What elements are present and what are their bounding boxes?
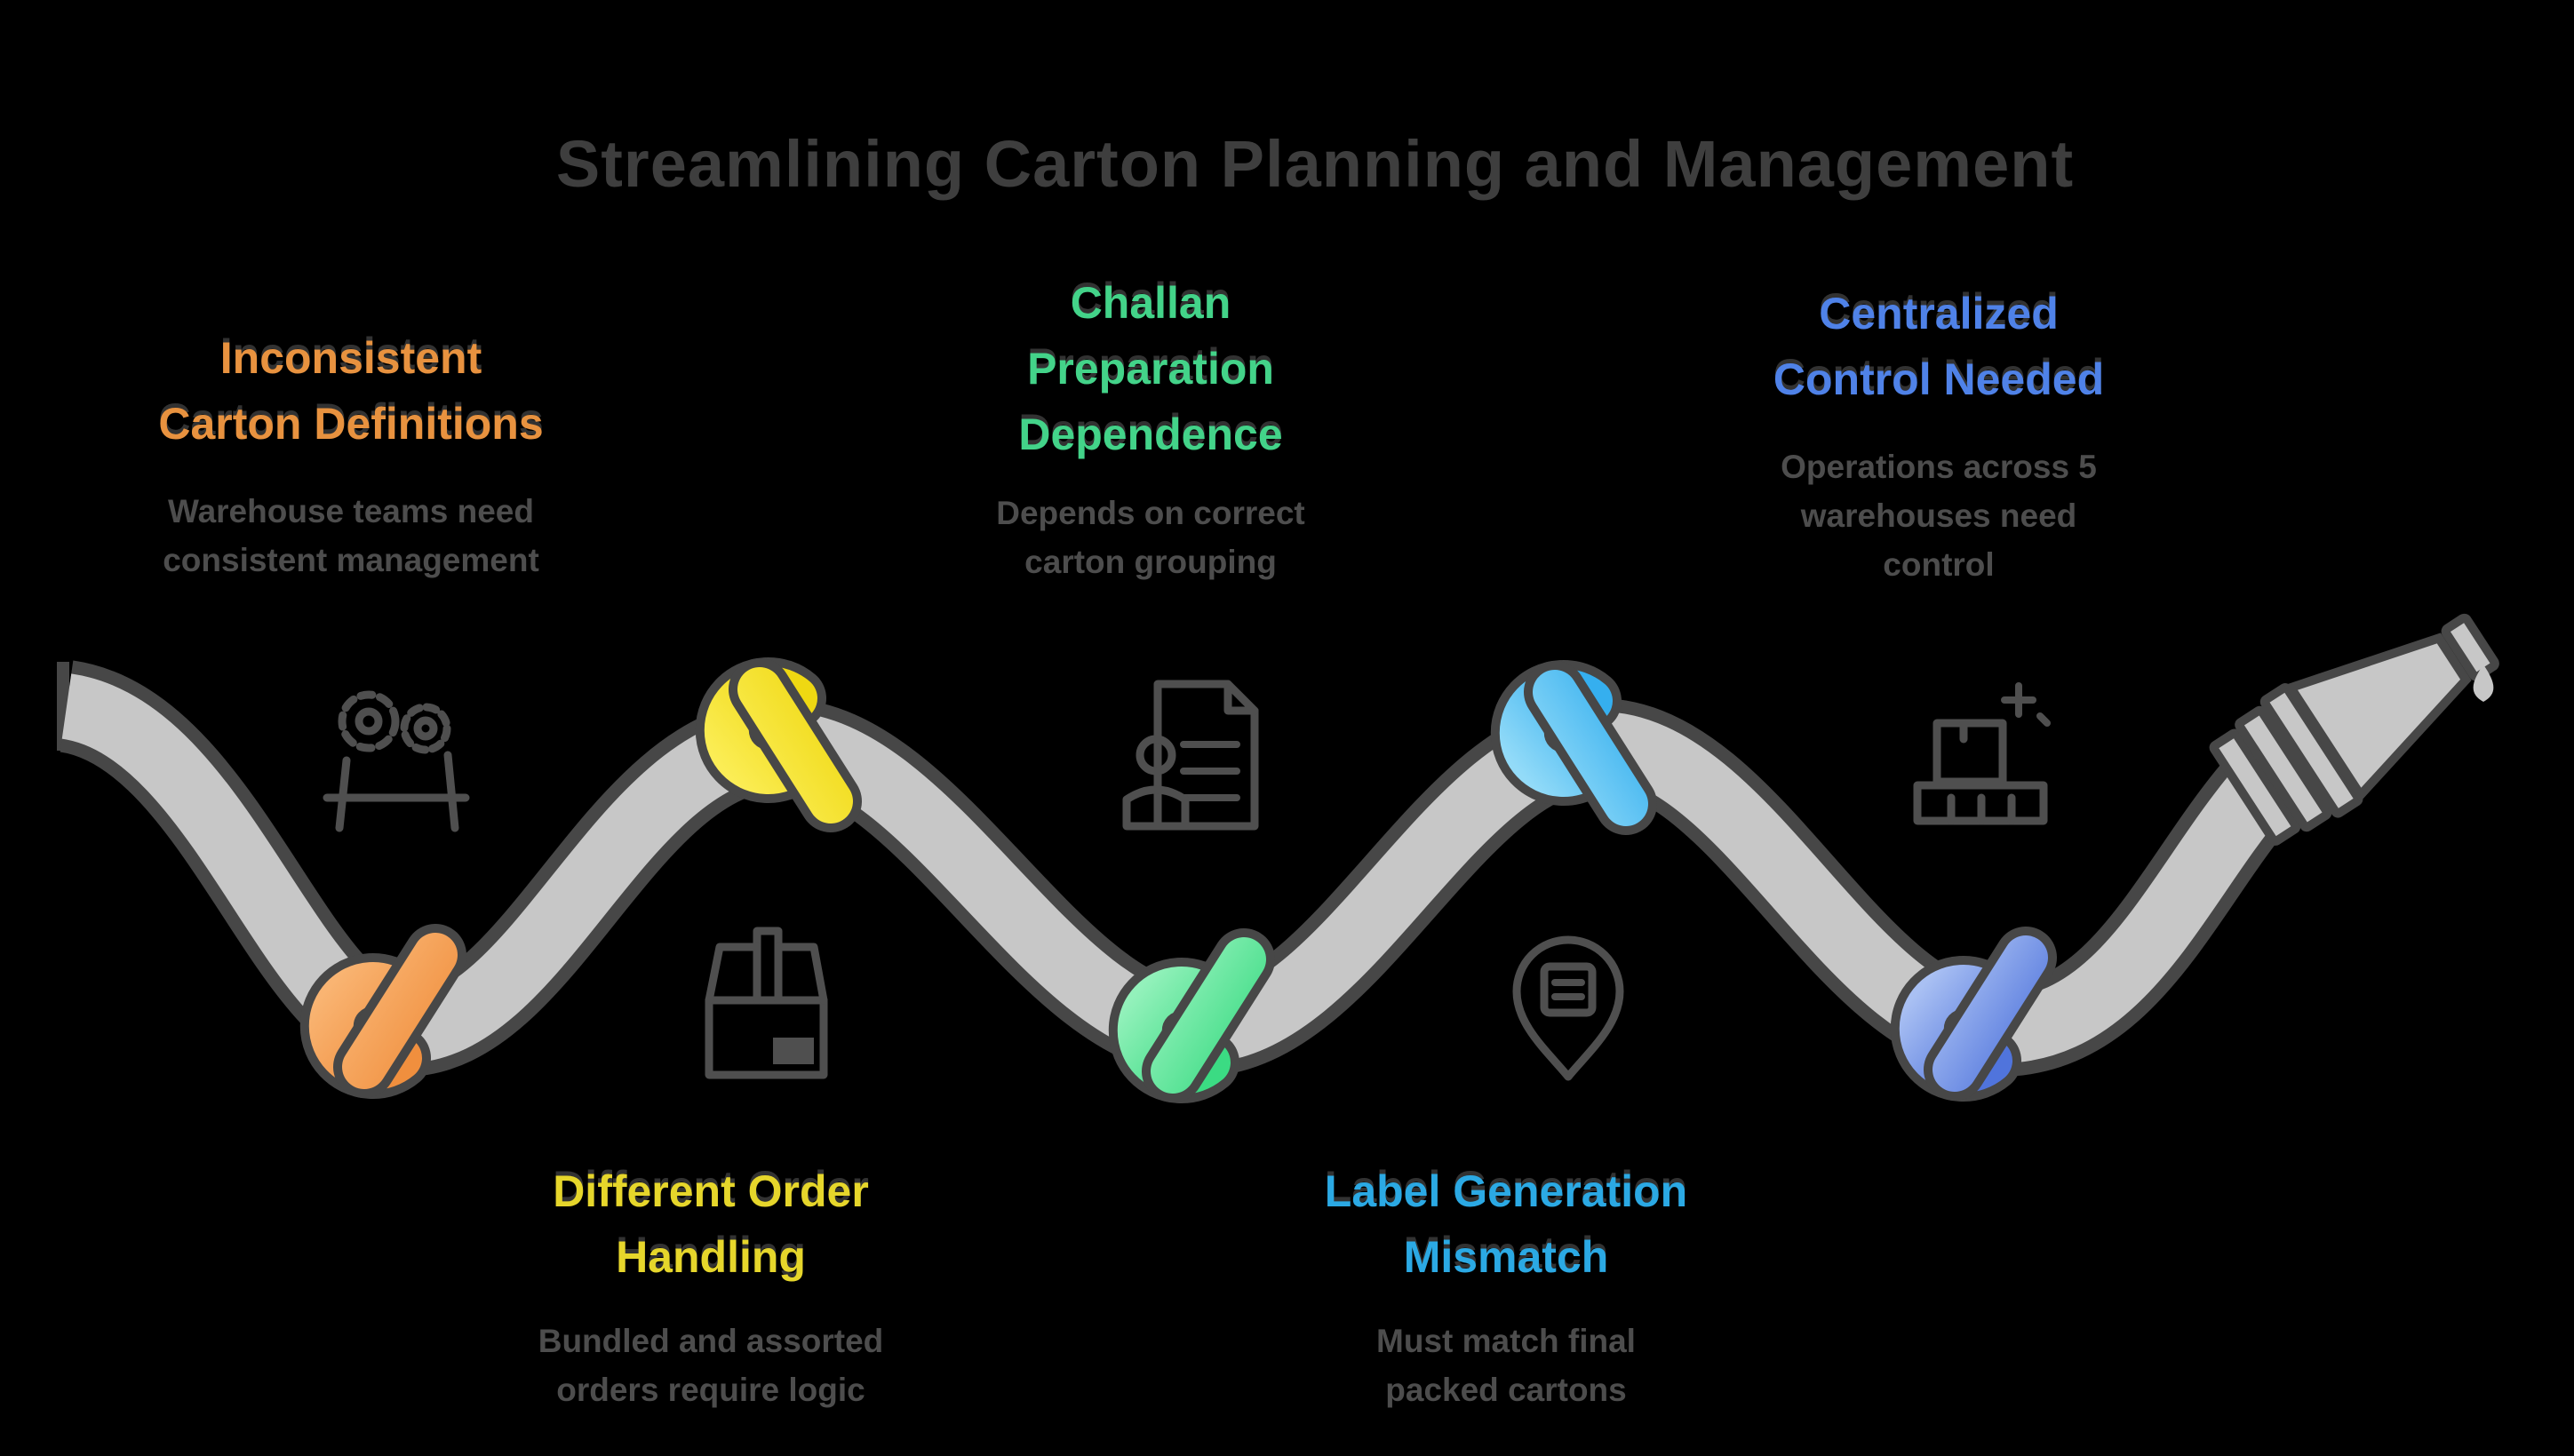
body-line: Operations across 5 xyxy=(1781,449,2097,485)
body-line: Bundled and assorted xyxy=(538,1323,884,1359)
knot-inconsistent-carton-definitions xyxy=(299,924,466,1099)
knot-challan-preparation-dependence xyxy=(1108,928,1275,1103)
heading-line: Dependence xyxy=(1018,410,1283,459)
body-line: carton grouping xyxy=(1024,544,1277,580)
heading-line: Challan xyxy=(1070,278,1231,328)
section-body-different-order-handling: Bundled and assorted orders require logi… xyxy=(538,1317,884,1414)
section-heading-inconsistent-carton-definitions: Inconsistent Carton Definitions xyxy=(158,325,543,457)
label-pin-icon xyxy=(1512,935,1624,1081)
body-line: Must match final xyxy=(1376,1323,1636,1359)
body-line: warehouses need xyxy=(1800,497,2077,534)
section-body-inconsistent-carton-definitions: Warehouse teams need consistent manageme… xyxy=(163,487,539,585)
gears-icon xyxy=(323,690,470,832)
knot-centralized-control-needed xyxy=(1890,927,2057,1102)
section-heading-different-order-handling: Different Order Handling xyxy=(553,1158,869,1290)
section-body-label-generation-mismatch: Must match final packed cartons xyxy=(1376,1317,1636,1414)
carton-box-icon xyxy=(705,927,828,1079)
knot-different-order-handling xyxy=(695,657,862,832)
heading-line: Control Needed xyxy=(1773,354,2105,404)
body-line: orders require logic xyxy=(556,1372,865,1408)
section-heading-centralized-control-needed: Centralized Control Needed xyxy=(1773,281,2104,412)
heading-line: Mismatch xyxy=(1403,1232,1609,1282)
warehouse-pallet-icon xyxy=(1913,682,2051,825)
challan-document-icon xyxy=(1122,680,1259,831)
section-heading-challan-preparation-dependence: Challan Preparation Dependence xyxy=(1018,270,1282,467)
body-line: consistent management xyxy=(163,542,539,578)
heading-line: Handling xyxy=(616,1232,806,1282)
knot-label-generation-mismatch xyxy=(1490,660,1657,835)
heading-line: Different Order xyxy=(553,1166,869,1216)
body-line: Depends on correct xyxy=(996,495,1305,531)
hose-nozzle-icon xyxy=(2209,613,2499,846)
body-line: Warehouse teams need xyxy=(168,493,534,529)
heading-line: Label Generation xyxy=(1324,1166,1688,1216)
section-heading-label-generation-mismatch: Label Generation Mismatch xyxy=(1325,1158,1687,1290)
body-line: control xyxy=(1883,546,1995,583)
section-body-centralized-control-needed: Operations across 5 warehouses need cont… xyxy=(1781,442,2097,589)
body-line: packed cartons xyxy=(1385,1372,1627,1408)
heading-line: Centralized xyxy=(1819,289,2059,338)
water-drop-icon xyxy=(2473,664,2494,702)
heading-line: Carton Definitions xyxy=(158,399,544,449)
page-title: Streamlining Carton Planning and Managem… xyxy=(555,127,2075,201)
heading-line: Inconsistent xyxy=(219,333,482,383)
section-body-challan-preparation-dependence: Depends on correct carton grouping xyxy=(996,489,1304,586)
heading-line: Preparation xyxy=(1027,344,1274,394)
